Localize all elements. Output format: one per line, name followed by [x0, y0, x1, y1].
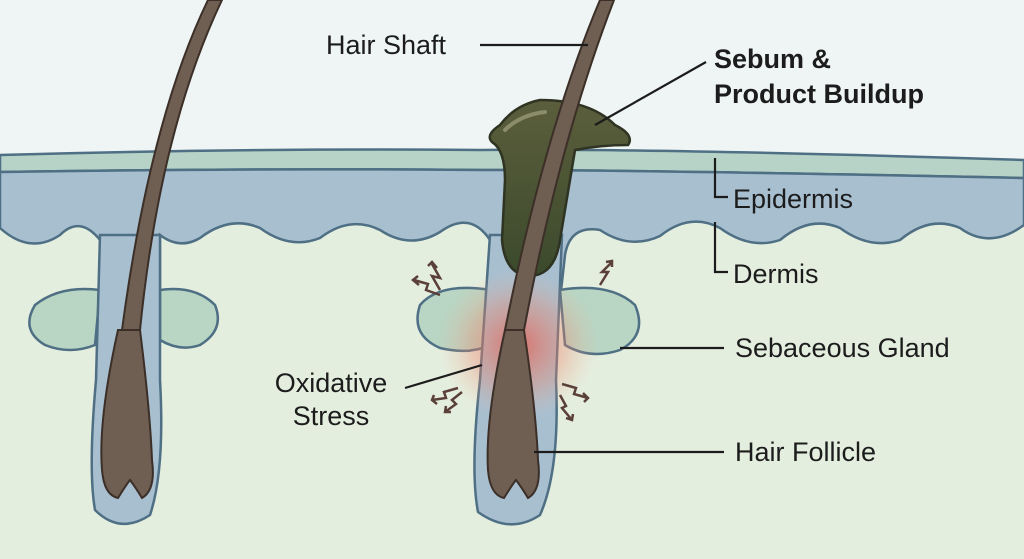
- epidermis-bracket: [713, 158, 728, 199]
- label-sebaceous-gland: Sebaceous Gland: [735, 333, 950, 363]
- sebum-leader: [594, 61, 707, 126]
- label-oxidative-line2: Stress: [293, 401, 370, 431]
- stress-arrow-icon: [427, 260, 443, 291]
- stress-arrow-icons: [411, 259, 614, 422]
- stress-arrow-icon: [430, 386, 459, 405]
- stress-arrow-icon: [558, 394, 575, 422]
- stress-arrow-icon: [411, 275, 441, 297]
- left-sebaceous-gland: [28, 287, 220, 352]
- label-dermis: Dermis: [733, 259, 819, 289]
- label-sebum-line2: Product Buildup: [714, 79, 924, 109]
- oxidative-stress-leader: [404, 363, 483, 390]
- stress-arrow-icon: [598, 259, 614, 286]
- label-oxidative-line1: Oxidative: [275, 368, 388, 398]
- right-hair-shaft: [503, 0, 616, 331]
- label-hair-follicle: Hair Follicle: [735, 437, 876, 467]
- dermis-bracket: [713, 222, 728, 274]
- stress-arrow-icon: [561, 382, 590, 403]
- sebum-highlight: [503, 110, 547, 132]
- left-hair-bulb: [100, 329, 154, 500]
- label-epidermis: Epidermis: [733, 184, 853, 214]
- label-hair-shaft: Hair Shaft: [326, 30, 447, 60]
- left-hair-shaft: [120, 0, 224, 331]
- right-hair-bulb: [486, 329, 540, 500]
- stress-arrow-icon: [443, 391, 463, 414]
- label-sebum-line1: Sebum &: [714, 44, 831, 74]
